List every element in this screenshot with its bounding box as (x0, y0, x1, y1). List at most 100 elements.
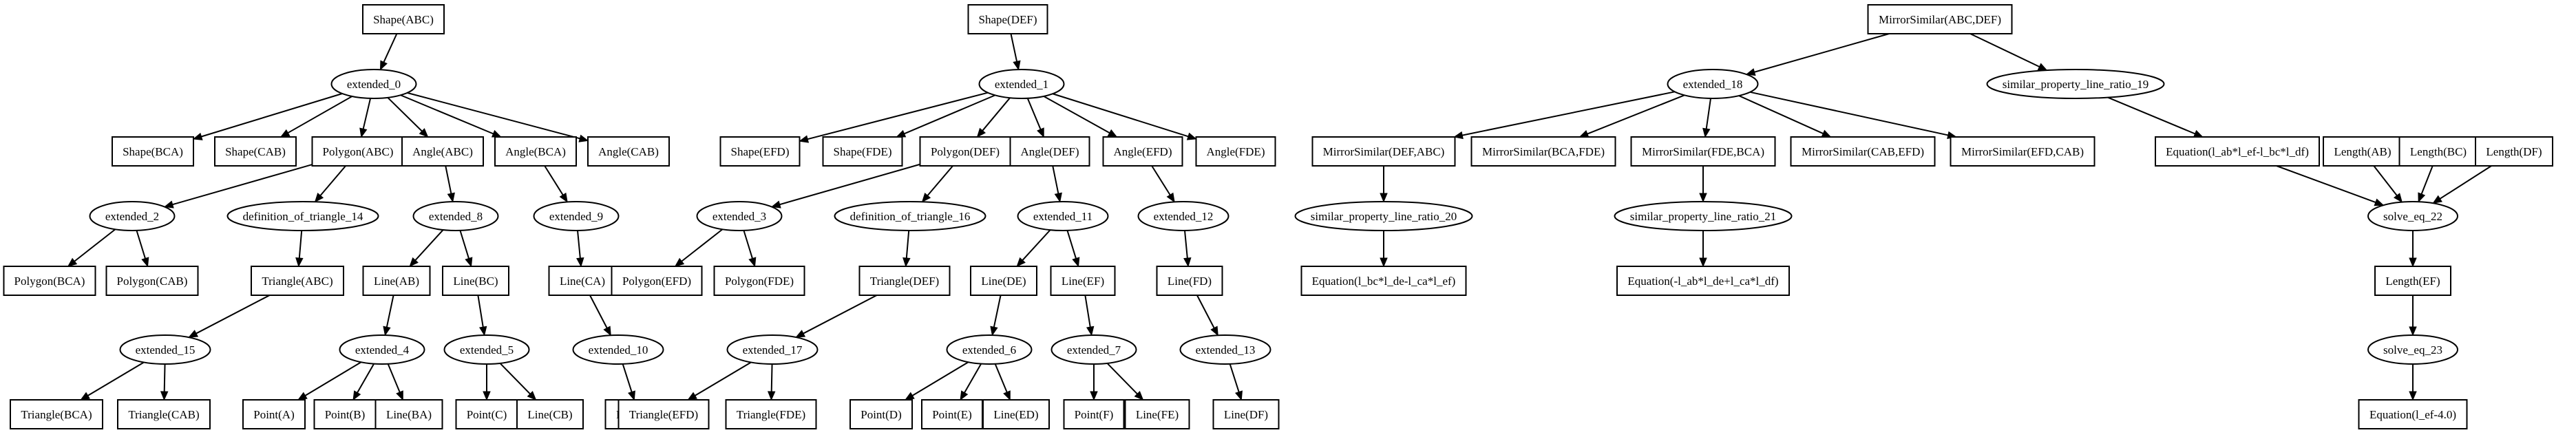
node-triangle-cab: Triangle(CAB) (117, 399, 211, 429)
node-ellipse (1986, 69, 2165, 99)
node-ellipse (834, 201, 986, 231)
node-box (1156, 266, 1223, 296)
arrowhead (447, 192, 455, 203)
arrowhead (1016, 257, 1026, 267)
arrowhead (491, 129, 502, 138)
node-label: Triangle(DEF) (870, 275, 939, 288)
arrowhead (465, 257, 473, 268)
edge-spr19-to-eq-ab-ef (2107, 96, 2204, 138)
edge-line (201, 93, 343, 138)
node-shape-abc: Shape(ABC) (362, 4, 445, 34)
node-label: Equation(l_ab*l_ef-l_bc*l_df) (2166, 145, 2309, 158)
node-line-fd: Line(FD) (1156, 266, 1223, 296)
arrowhead (2037, 63, 2048, 71)
arrowhead (67, 257, 78, 267)
node-label: Angle(FDE) (1207, 145, 1265, 158)
edge-line (1026, 98, 1042, 130)
edge-ext11-to-line-de (1016, 229, 1051, 267)
edge-line (695, 361, 752, 396)
edge-line (1066, 230, 1077, 259)
edge-line (386, 295, 394, 328)
node-box (1790, 136, 1936, 167)
node-label: Length(AB) (2334, 145, 2391, 158)
node-label: extended_8 (429, 210, 483, 223)
node-label: definition_of_triangle_16 (850, 210, 971, 223)
node-extended-17: extended_17 (726, 334, 819, 365)
edge-ext8-to-line-ab (409, 229, 444, 267)
edge-line (779, 163, 920, 206)
arrowhead (1702, 127, 1711, 138)
edge-poly-def-to-ext3 (770, 163, 920, 209)
edge-line (304, 361, 362, 396)
node-box (713, 266, 805, 296)
node-ellipse (1294, 201, 1473, 231)
node-label: Line(FD) (1168, 275, 1212, 288)
node-box (362, 4, 445, 34)
edge-angle-bca-to-ext9 (544, 165, 568, 203)
node-label: Point(E) (932, 408, 972, 421)
node-label: extended_9 (549, 210, 603, 223)
node-solve-eq-22: solve_eq_22 (2367, 201, 2458, 231)
edge-line (298, 230, 303, 259)
node-label: Length(BC) (2410, 145, 2467, 158)
node-equation-l-ef-4-0: Equation(l_ef-4.0) (2358, 399, 2468, 429)
node-label: extended_17 (743, 343, 803, 356)
edge-poly-def-to-def16 (921, 165, 953, 203)
node-label: Line(DE) (981, 275, 1026, 288)
edge-line-ab-to-ext4 (383, 295, 394, 337)
arrowhead (396, 390, 403, 401)
edge-line (993, 295, 1002, 328)
edge-line (319, 165, 346, 196)
node-box (1212, 399, 1280, 429)
arrowhead (141, 257, 149, 268)
node-label: Triangle(EFD) (629, 408, 698, 421)
node-label: extended_15 (136, 343, 196, 356)
node-box (822, 136, 903, 167)
edge-line (1052, 93, 1189, 138)
arrowhead (1134, 391, 1144, 401)
node-definition-of-triangle-14: definition_of_triangle_14 (226, 201, 379, 231)
node-similar-property-line-ratio-19: similar_property_line_ratio_19 (1986, 69, 2165, 99)
node-extended-13: extended_13 (1179, 334, 1271, 365)
node-line-ef: Line(EF) (1050, 266, 1116, 296)
node-label: Line(CB) (527, 408, 572, 421)
node-label: Angle(DEF) (1021, 145, 1079, 158)
edge-line (87, 361, 145, 396)
node-mirrorsimilar-fde-bca: MirrorSimilar(FDE,BCA) (1630, 136, 1776, 167)
edge-line (2107, 96, 2195, 135)
node-box (2358, 399, 2468, 429)
edge-line (445, 165, 452, 194)
node-label: Line(BC) (453, 275, 498, 288)
edge-ext0-to-angle-cab (407, 92, 589, 142)
edge-def14-to-tri-abc (295, 230, 304, 268)
arrowhead (896, 129, 907, 138)
arrowhead (80, 392, 90, 401)
edge-line (1229, 363, 1240, 392)
node-box (10, 399, 103, 429)
node-box (112, 136, 194, 167)
node-label: Triangle(CAB) (128, 408, 199, 421)
node-line-cb: Line(CB) (516, 399, 584, 429)
arrowhead (2393, 193, 2403, 203)
arrowhead (559, 192, 568, 203)
edge-ext6-to-point-d (904, 361, 969, 401)
node-length-ab: Length(AB) (2323, 136, 2403, 167)
node-label: extended_5 (460, 343, 514, 356)
edge-ext18-to-mirror-def-abc (1453, 91, 1676, 140)
node-extended-5: extended_5 (443, 334, 530, 365)
node-label: extended_7 (1067, 343, 1121, 356)
node-label: Angle(ABC) (412, 145, 473, 158)
node-box (313, 399, 377, 429)
node-angle-cab: Angle(CAB) (587, 136, 670, 167)
node-label: Length(EF) (2385, 275, 2440, 288)
arrowhead (1013, 60, 1021, 71)
edge-solve22-to-len-ef (2409, 231, 2417, 268)
node-definition-of-triangle-16: definition_of_triangle_16 (834, 201, 986, 231)
arrowhead (1699, 193, 1707, 203)
node-box (1616, 266, 1790, 296)
arrowhead (1090, 391, 1098, 401)
edge-line-bc-to-ext5 (477, 295, 487, 337)
edge-line (172, 164, 313, 206)
arrowhead (1003, 390, 1011, 401)
node-polygon-fde: Polygon(FDE) (713, 266, 805, 296)
